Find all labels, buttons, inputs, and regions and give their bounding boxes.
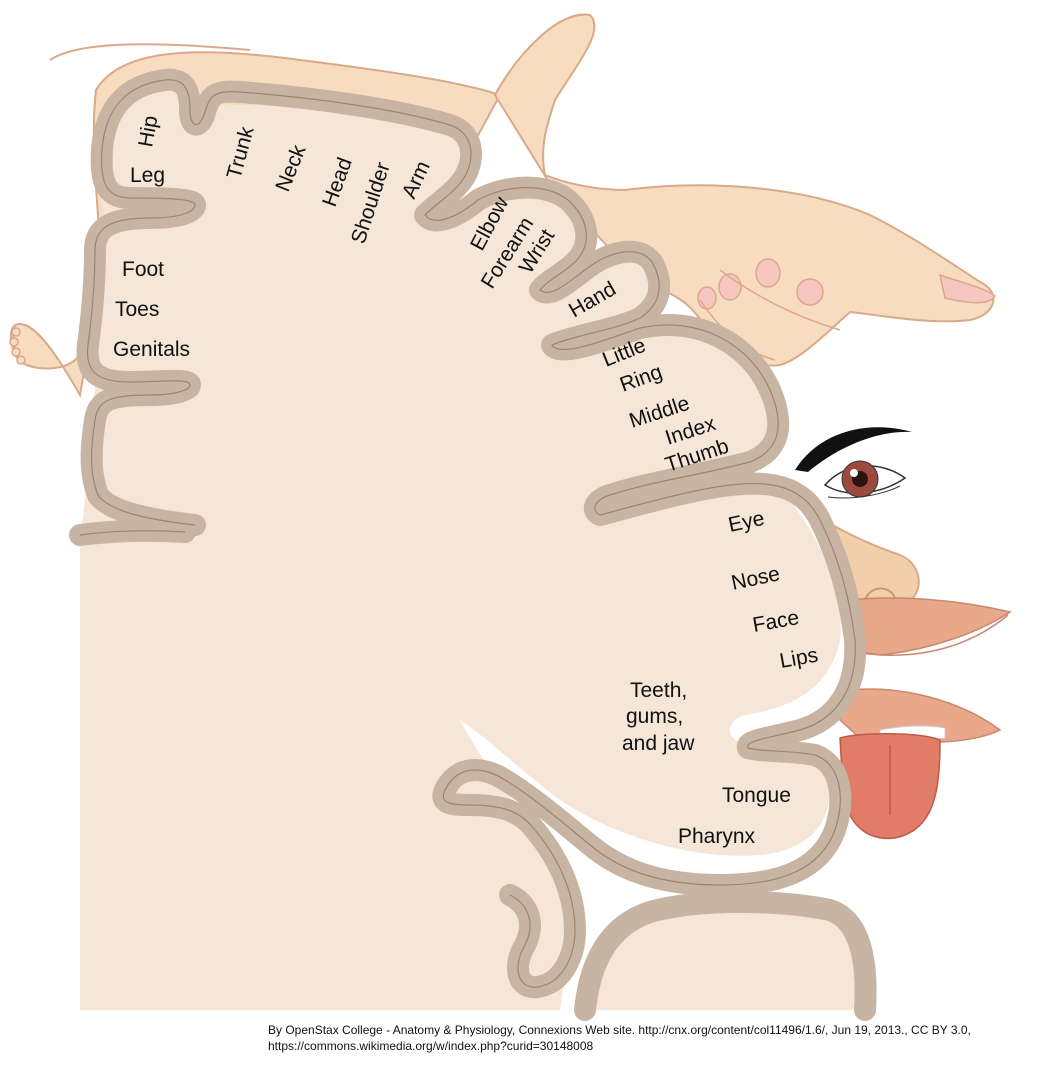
eye-and-brow <box>795 427 912 499</box>
label-tongue: Tongue <box>722 784 791 807</box>
image-credit: By OpenStax College - Anatomy & Physiolo… <box>268 1023 971 1053</box>
label-foot: Foot <box>122 258 164 281</box>
label-teeth-line-2: gums, <box>626 705 683 728</box>
cortex <box>69 68 877 1021</box>
label-leg: Leg <box>130 164 165 187</box>
label-genitals: Genitals <box>113 338 190 361</box>
tongue <box>839 732 941 840</box>
arm-and-hand <box>493 13 996 367</box>
label-hip: Hip <box>134 114 162 149</box>
lips <box>839 597 1012 744</box>
label-teeth-line-1: Teeth, <box>630 679 687 702</box>
label-pharynx: Pharynx <box>678 825 756 848</box>
label-teeth-line-3: and jaw <box>622 732 695 755</box>
label-toes: Toes <box>115 298 159 321</box>
